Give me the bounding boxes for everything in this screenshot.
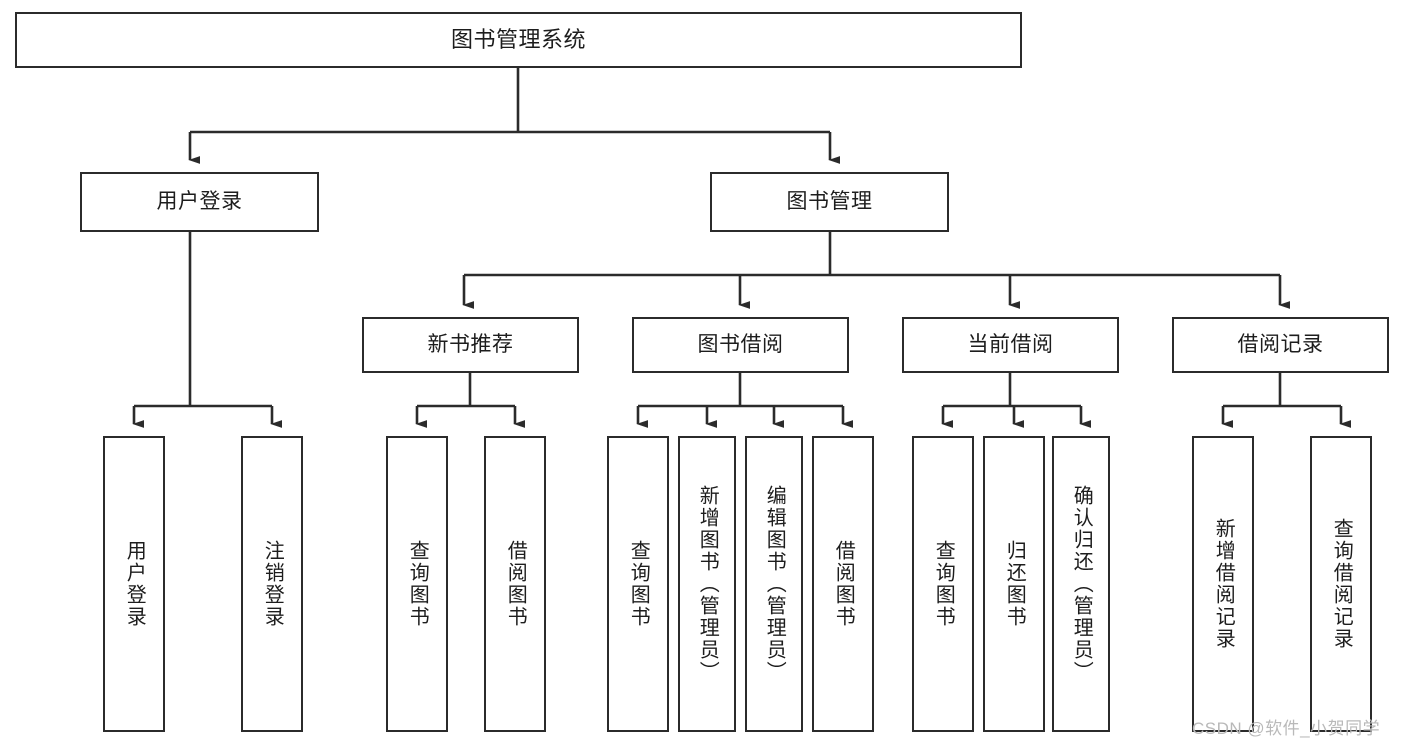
node-new-book-recommend[interactable]: 新书推荐 — [362, 317, 579, 373]
node-new-book-recommend-label: 新书推荐 — [427, 332, 514, 356]
node-leaf-query-record-label: 查询借阅记录 — [1330, 518, 1353, 650]
node-leaf-borrow-book-1[interactable]: 借阅图书 — [484, 436, 546, 732]
node-leaf-logout-login[interactable]: 注销登录 — [241, 436, 303, 732]
node-leaf-add-book-label: 新增图书（管理员） — [696, 485, 719, 683]
node-leaf-edit-book-label: 编辑图书（管理员） — [763, 485, 786, 683]
node-leaf-user-login-label: 用户登录 — [123, 540, 146, 628]
node-leaf-confirm-return[interactable]: 确认归还（管理员） — [1052, 436, 1110, 732]
node-current-borrow-label: 当前借阅 — [967, 332, 1054, 356]
node-borrow-record[interactable]: 借阅记录 — [1172, 317, 1389, 373]
node-leaf-query-book-3[interactable]: 查询图书 — [912, 436, 974, 732]
node-leaf-edit-book[interactable]: 编辑图书（管理员） — [745, 436, 803, 732]
node-user-login-label: 用户登录 — [156, 189, 243, 213]
node-book-manage-label: 图书管理 — [786, 189, 873, 213]
node-book-borrow-label: 图书借阅 — [697, 332, 784, 356]
csdn-watermark: CSDN @软件_小贺同学 — [1192, 719, 1381, 738]
node-leaf-add-book[interactable]: 新增图书（管理员） — [678, 436, 736, 732]
node-borrow-record-label: 借阅记录 — [1237, 332, 1324, 356]
node-leaf-borrow-book-1-label: 借阅图书 — [504, 540, 527, 628]
node-root[interactable]: 图书管理系统 — [15, 12, 1022, 68]
node-leaf-query-record[interactable]: 查询借阅记录 — [1310, 436, 1372, 732]
node-book-borrow[interactable]: 图书借阅 — [632, 317, 849, 373]
node-leaf-return-book[interactable]: 归还图书 — [983, 436, 1045, 732]
node-leaf-query-book-1-label: 查询图书 — [406, 540, 429, 628]
node-leaf-query-book-1[interactable]: 查询图书 — [386, 436, 448, 732]
node-leaf-add-record-label: 新增借阅记录 — [1212, 518, 1235, 650]
node-leaf-add-record[interactable]: 新增借阅记录 — [1192, 436, 1254, 732]
node-leaf-borrow-book-2-label: 借阅图书 — [832, 540, 855, 628]
node-root-label: 图书管理系统 — [450, 27, 586, 53]
node-leaf-query-book-3-label: 查询图书 — [932, 540, 955, 628]
node-leaf-query-book-2-label: 查询图书 — [627, 540, 650, 628]
node-current-borrow[interactable]: 当前借阅 — [902, 317, 1119, 373]
node-book-manage[interactable]: 图书管理 — [710, 172, 949, 232]
node-leaf-borrow-book-2[interactable]: 借阅图书 — [812, 436, 874, 732]
node-leaf-logout-login-label: 注销登录 — [261, 540, 284, 628]
node-user-login[interactable]: 用户登录 — [80, 172, 319, 232]
node-leaf-user-login[interactable]: 用户登录 — [103, 436, 165, 732]
node-leaf-query-book-2[interactable]: 查询图书 — [607, 436, 669, 732]
node-leaf-confirm-return-label: 确认归还（管理员） — [1070, 485, 1093, 683]
node-leaf-return-book-label: 归还图书 — [1003, 540, 1026, 628]
